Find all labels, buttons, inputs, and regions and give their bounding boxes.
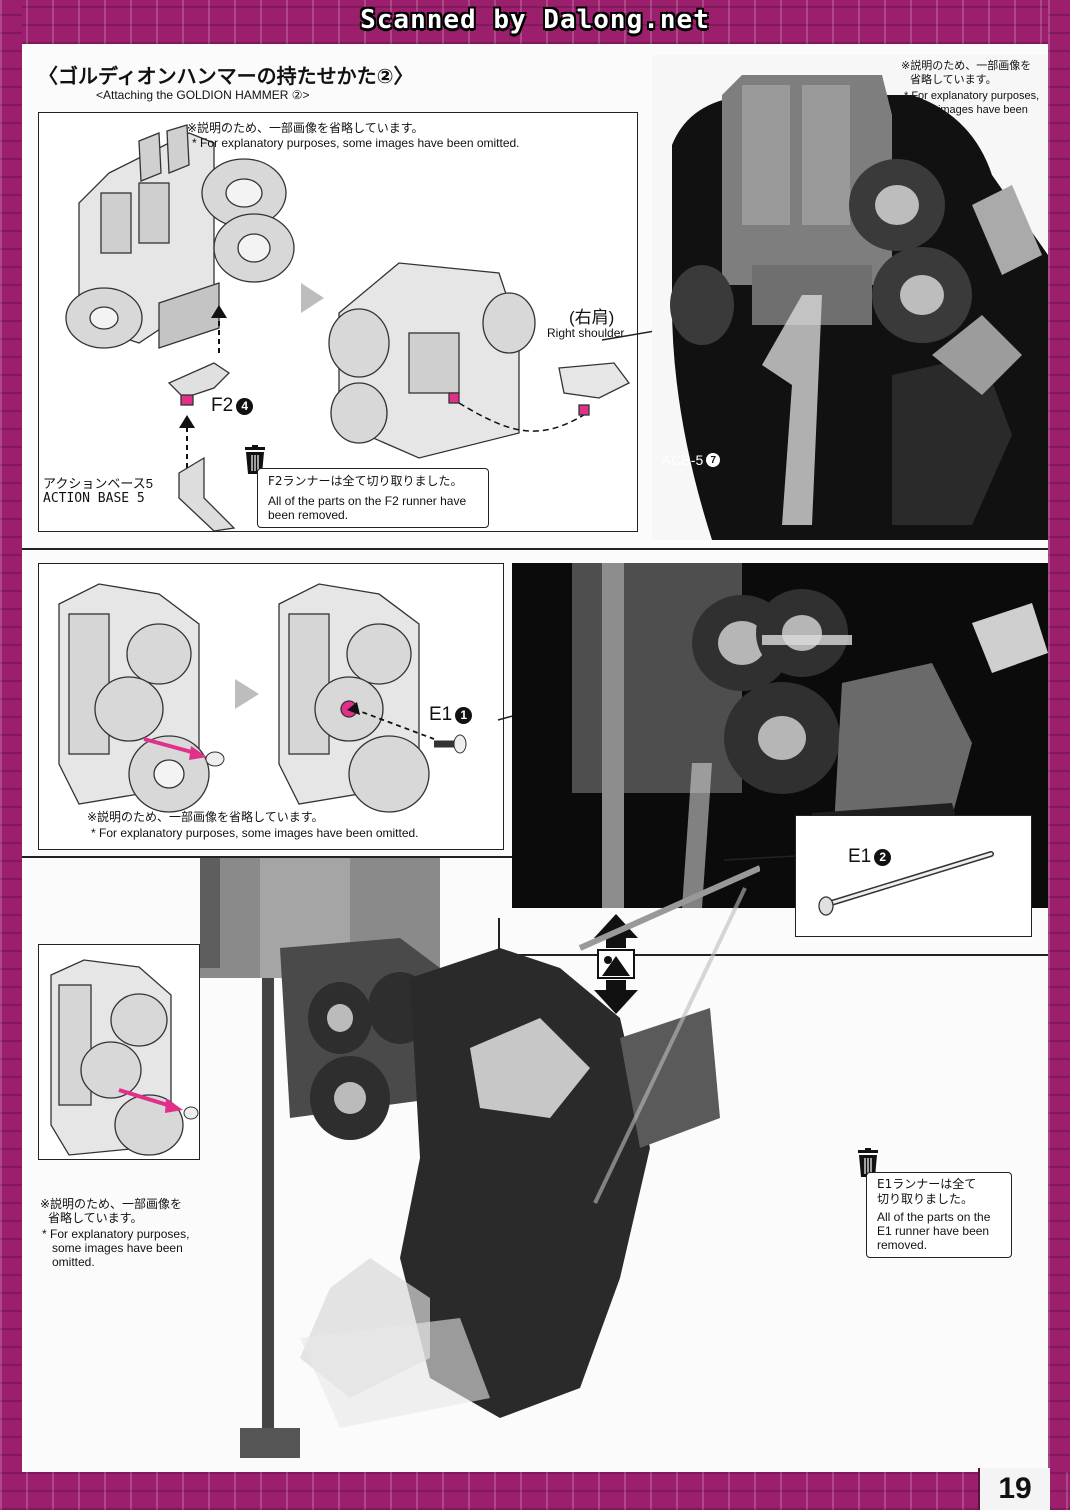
step1-diagram-panel: ※説明のため、一部画像を省略しています。 * For explanatory p… <box>38 112 638 532</box>
e1-removed-en-3: removed. <box>877 1238 928 1252</box>
step1-omit-note-jp: ※説明のため、一部画像を省略しています。 <box>187 121 424 135</box>
step3-omit-en-3: omitted. <box>52 1255 95 1269</box>
step2-omit-note-jp: ※説明のため、一部画像を省略しています。 <box>87 810 324 824</box>
bottom-frame-border <box>0 1472 1070 1510</box>
step1-photo-omit-en-1: * For explanatory purposes, <box>904 90 1040 102</box>
action-base-label-jp: アクションベース5 <box>43 476 153 491</box>
section-title-jp: 〈ゴルディオンハンマーの持たせかた②〉 <box>38 64 414 88</box>
hammer-head-drawing <box>65 124 295 349</box>
trash-icon-e1 <box>855 1148 881 1178</box>
page-number: 19 <box>978 1468 1050 1510</box>
step3-e1-panel: E1 2 <box>795 815 1032 937</box>
right-frame-border <box>1048 0 1070 1510</box>
e1-removed-en-2: E1 runner have been <box>877 1224 990 1238</box>
e1-removed-jp-2: 切り取りました。 <box>877 1192 974 1206</box>
step3-omit-en-2: some images have been <box>52 1241 183 1255</box>
part-label-e1-step3-number: 2 <box>874 848 892 866</box>
right-shoulder-label-en: Right shoulder <box>547 326 625 340</box>
part-label-f2-text: F2 <box>211 395 234 416</box>
acb5-label: ACB-5 7 <box>662 452 721 468</box>
left-frame-border <box>0 0 22 1510</box>
section-divider-2 <box>22 856 512 858</box>
step2-diagram-panel: E1 1 ※説明のため、一部画像を省略しています。 * For explanat… <box>38 563 504 850</box>
step2-omit-note-en: * For explanatory purposes, some images … <box>91 826 419 840</box>
right-shoulder-drawing <box>558 362 630 416</box>
right-shoulder-label-jp: (右肩) <box>569 308 615 327</box>
part-label-e1-step3-text: E1 <box>848 846 872 867</box>
e1-runner-removed-box: E1ランナーは全て 切り取りました。 All of the parts on t… <box>866 1172 1012 1258</box>
step1-diagram <box>65 124 630 531</box>
e1-pin-drawing <box>818 851 994 916</box>
step3-photo-image <box>200 858 760 1458</box>
part-label-e1-step2: E1 1 <box>429 704 473 726</box>
step1-omit-note-en: * For explanatory purposes, some images … <box>192 136 520 150</box>
top-frame-border <box>0 0 1070 44</box>
f2-removed-jp: F2ランナーは全て切り取りました。 <box>268 474 463 488</box>
step1-photo-omit-en-2: some images have been <box>908 104 1028 116</box>
f2-removed-en-2: been removed. <box>268 508 349 522</box>
part-label-e1-step3: E1 2 <box>848 846 892 868</box>
e1-removed-jp-1: E1ランナーは全て <box>877 1177 977 1191</box>
section-title-en: <Attaching the GOLDION HAMMER ②> <box>96 88 310 102</box>
step3-omit-jp-2: 省略しています。 <box>48 1211 143 1225</box>
f2-removed-en-1: All of the parts on the F2 runner have <box>268 494 467 508</box>
action-base-drawing <box>178 456 236 531</box>
part-label-f2: F2 4 <box>211 395 254 417</box>
e1-removed-en-1: All of the parts on the <box>877 1210 991 1224</box>
step2-diagram <box>58 583 467 813</box>
action-base-label-en: ACTION BASE 5 <box>43 491 145 506</box>
part-label-e1-step2-text: E1 <box>429 704 453 725</box>
f2-runner-removed-box: F2ランナーは全て切り取りました。 All of the parts on th… <box>257 468 489 528</box>
step1-photo-omit-en-3: omitted. <box>908 118 948 130</box>
step3-photo <box>200 858 760 1472</box>
step3-callout-line <box>723 855 797 861</box>
section-divider-3 <box>498 918 500 956</box>
acb5-label-text: ACB-5 <box>662 452 704 468</box>
section-divider-4 <box>498 954 1048 956</box>
f2-part-drawing <box>167 362 231 406</box>
step1-photo: ※説明のため、一部画像を 省略しています。 * For explanatory … <box>652 55 1048 540</box>
scan-banner: Scanned by Dalong.net <box>0 0 1070 40</box>
acb5-label-number: 7 <box>706 453 721 467</box>
step2-hammer-right <box>278 583 430 813</box>
step3-left-diagram-panel <box>38 944 200 1160</box>
scan-banner-text: Scanned by Dalong.net <box>360 5 710 35</box>
step3-left-diagram <box>50 959 199 1156</box>
part-label-f2-number: 4 <box>236 397 254 415</box>
step1-photo-omit-jp-1: ※説明のため、一部画像を <box>901 59 1032 72</box>
step1-photo-omit-jp-2: 省略しています。 <box>910 73 997 86</box>
step3-omit-jp-1: ※説明のため、一部画像を <box>40 1197 183 1211</box>
section-divider-1 <box>22 548 1048 550</box>
part-label-e1-step2-number: 1 <box>455 706 473 724</box>
assembled-hammer-drawing <box>328 262 536 459</box>
step2-hammer-left <box>58 583 210 813</box>
step3-omit-en-1: * For explanatory purposes, <box>42 1227 190 1241</box>
